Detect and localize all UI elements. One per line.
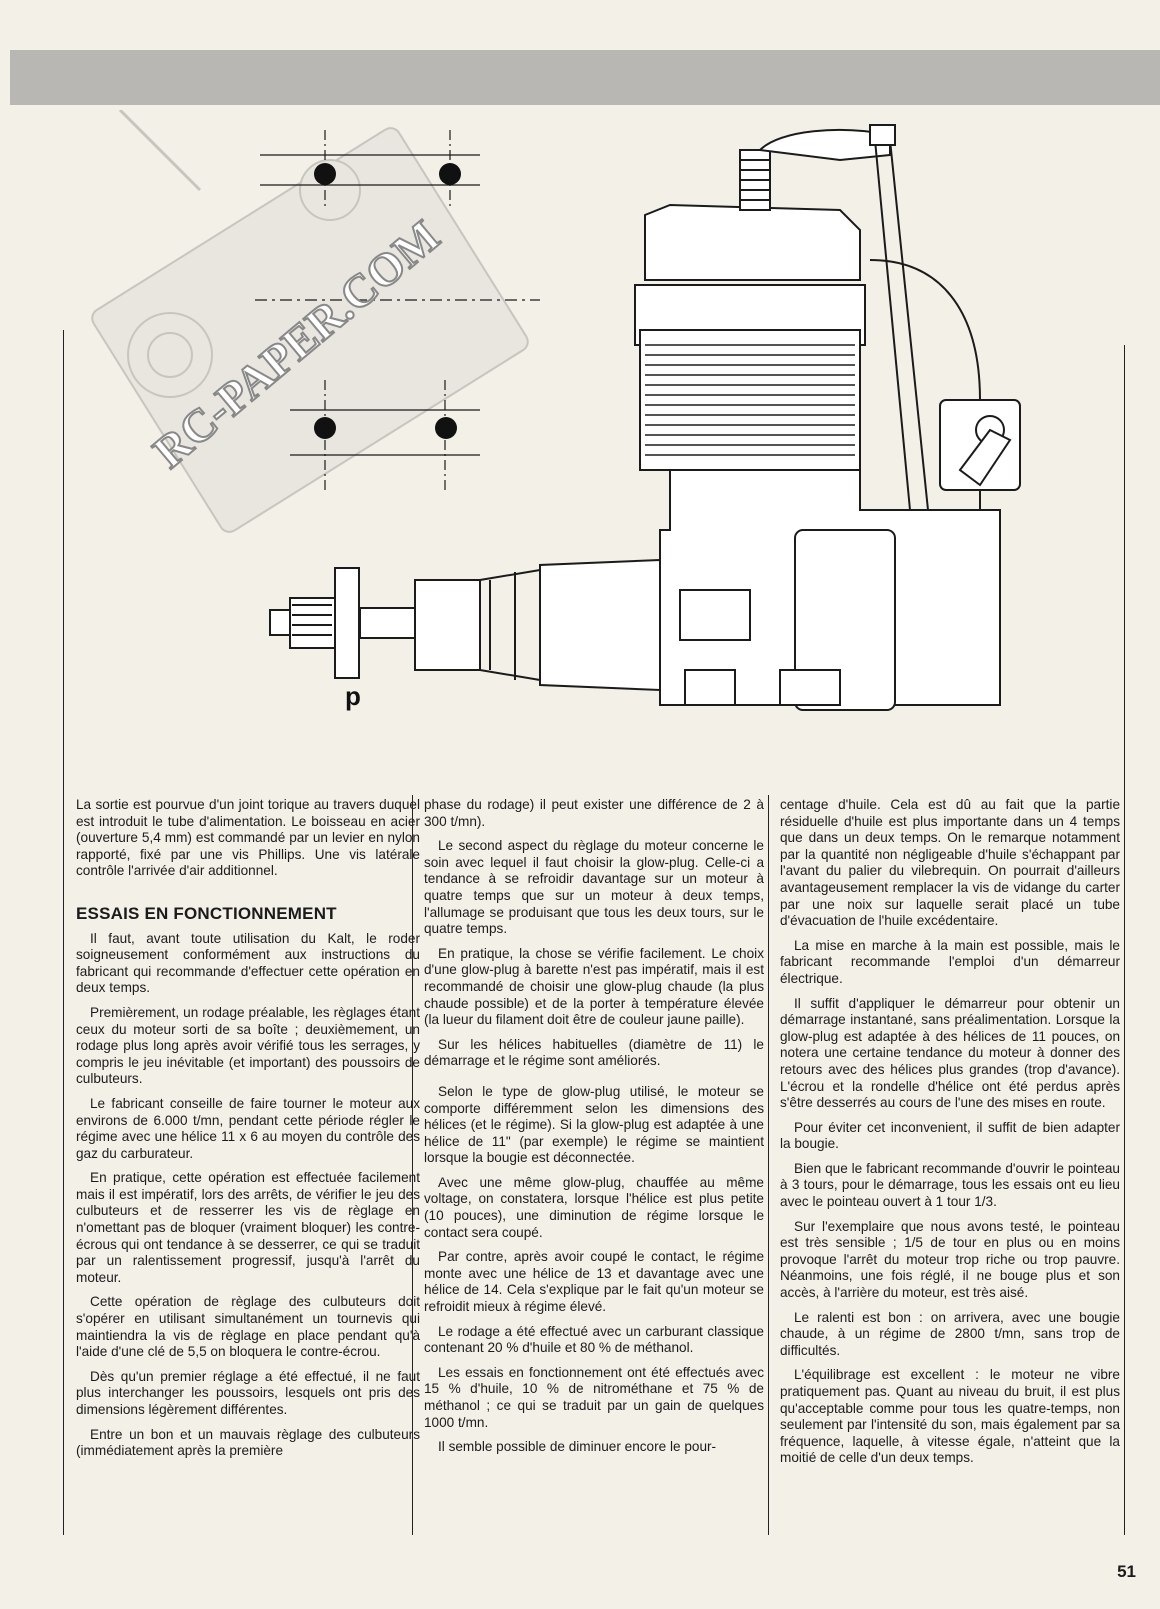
column-rule-1: [412, 795, 413, 1535]
paragraph: centage d'huile. Cela est dû au fait que…: [780, 797, 1120, 929]
paragraph: En pratique, la chose se vérifie facilem…: [424, 945, 764, 1028]
paragraph: L'équilibrage est excellent : le moteur …: [780, 1367, 1120, 1466]
paragraph: La mise en marche à la main est possible…: [780, 937, 1120, 986]
paragraph: Bien que le fabricant recommande d'ouvri…: [780, 1160, 1120, 1210]
text-column-3: centage d'huile. Cela est dû au fait que…: [780, 797, 1120, 1475]
paragraph: Il suffit d'appliquer le démarreur pour …: [780, 995, 1120, 1111]
paragraph: Sur les hélices habituelles (diamètre de…: [424, 1036, 764, 1069]
text-column-2: phase du rodage) il peut exister une dif…: [424, 797, 764, 1464]
paragraph: Avec une même glow-plug, chauffée au mêm…: [424, 1174, 764, 1240]
paragraph: Sur l'exemplaire que nous avons testé, l…: [780, 1218, 1120, 1301]
left-rule: [63, 330, 64, 1535]
paragraph: Il faut, avant toute utilisation du Kalt…: [76, 930, 420, 996]
section-heading: ESSAIS EN FONCTIONNEMENT: [76, 903, 337, 923]
paragraph: Il semble possible de diminuer encore le…: [438, 1439, 717, 1455]
paragraph: phase du rodage) il peut exister une dif…: [424, 797, 764, 829]
paragraph: Selon le type de glow-plug utilisé, le m…: [424, 1083, 764, 1166]
paragraph: Par contre, après avoir coupé le contact…: [424, 1249, 764, 1315]
paragraph: Pour éviter cet inconvenient, il suffit …: [780, 1119, 1120, 1152]
paragraph: Le second aspect du règlage du moteur co…: [424, 838, 764, 937]
paragraph: Cette opération de règlage des culbuteur…: [76, 1294, 420, 1360]
column-rule-2: [768, 795, 769, 1535]
paragraph: Le ralenti est bon : on arrivera, avec u…: [780, 1309, 1120, 1358]
header-band: [10, 50, 1160, 105]
paragraph: Dès qu'un premier réglage a été effectué…: [76, 1368, 420, 1417]
paragraph: Le fabricant conseille de faire tourner …: [76, 1095, 420, 1161]
text-column-1: La sortie est pourvue d'un joint torique…: [76, 797, 420, 1468]
paragraph: La sortie est pourvue d'un joint torique…: [76, 797, 420, 879]
paragraph: Premièrement, un rodage préalable, les r…: [76, 1004, 420, 1087]
page-number: 51: [1117, 1562, 1136, 1581]
engine-drawing: p RC-PAPER.COM: [60, 110, 1140, 780]
right-rule: [1124, 345, 1125, 1535]
paragraph: Les essais en fonctionnement ont été eff…: [424, 1364, 764, 1430]
paragraph: Entre un bon et un mauvais règlage des c…: [76, 1426, 420, 1459]
paragraph: En pratique, cette opération est effectu…: [76, 1170, 420, 1285]
paragraph: Le rodage a été effectué avec un carbura…: [424, 1323, 764, 1356]
figure-label: p: [345, 681, 361, 711]
